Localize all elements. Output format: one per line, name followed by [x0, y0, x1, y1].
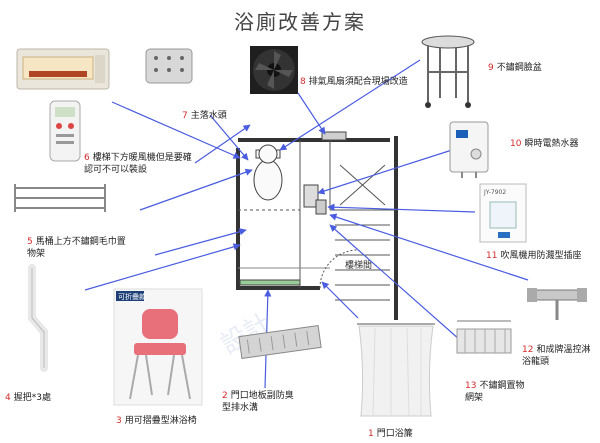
drain-head-image	[145, 48, 193, 84]
plan-basin	[258, 144, 278, 164]
remote-image	[49, 100, 81, 162]
basin-stand-image	[421, 35, 475, 108]
plan-fixtures	[239, 131, 347, 286]
shower-faucet-image	[527, 288, 587, 320]
page-title: 浴廁改善方案	[234, 10, 366, 34]
plan-vent	[321, 131, 347, 141]
curtain-image	[357, 323, 435, 417]
shower-chair-image: 可折疊款	[113, 288, 203, 406]
plan-inner-lines	[238, 140, 396, 301]
outlet-model: JY-7902	[483, 189, 506, 196]
water-heater-image	[449, 121, 489, 178]
plan-drain	[239, 279, 301, 286]
plan-walls	[236, 136, 398, 320]
plan-heater	[303, 184, 319, 208]
fan-image	[250, 46, 298, 94]
outlet-image: JY-7902	[479, 183, 527, 243]
floor-drain-image	[238, 324, 322, 360]
wire-shelf-image	[456, 320, 512, 354]
grab-bar-image	[28, 264, 48, 372]
plan-outlet	[315, 199, 327, 215]
plan-stair-label: 樓梯間	[345, 259, 372, 271]
chair-tag: 可折疊款	[118, 292, 146, 301]
plan-toilet	[253, 159, 283, 201]
heater-image	[16, 48, 110, 90]
towel-rack-image	[14, 184, 106, 212]
